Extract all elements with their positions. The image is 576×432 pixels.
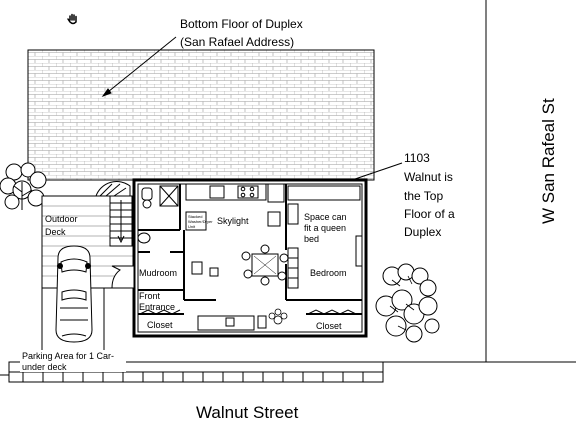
stair [109, 195, 133, 247]
bottom-counter [197, 315, 267, 331]
closet-right-label: Closet [316, 321, 342, 331]
appliance-label-3: Unit [188, 224, 196, 229]
bottom-floor-area [27, 49, 375, 181]
side-table [267, 211, 281, 227]
bottom-floor-title: Bottom Floor of Duplex [180, 17, 303, 31]
mudroom-label: Mudroom [139, 268, 177, 278]
bottom-floor-subtitle: (San Rafael Address) [180, 35, 294, 49]
front-entrance-label-1: Front [139, 291, 161, 301]
closet-left-label: Closet [147, 320, 173, 330]
bathroom-fixtures [137, 185, 179, 244]
room-labels: Skylight Space can fit a queen bed Bedro… [139, 212, 347, 331]
space-note-1: Space can [304, 212, 347, 222]
bedroom-label: Bedroom [310, 268, 347, 278]
appliance-label-2: Washer/Dryer [188, 219, 213, 224]
skylight-label: Skylight [217, 216, 249, 226]
appliance-label-1: Stacked [188, 214, 202, 219]
street-label: Walnut Street [196, 403, 299, 422]
closet-doors [139, 309, 357, 315]
parking-label-2: under deck [22, 362, 67, 372]
outdoor-deck-label-1: Outdoor [45, 214, 78, 224]
hand-cursor-icon [67, 13, 77, 25]
front-door [111, 265, 135, 289]
top-floor-note-2: Walnut is [404, 170, 453, 184]
top-floor-note-5: Duplex [404, 225, 441, 239]
top-floor-note-4: Floor of a [404, 207, 455, 221]
parking-label-bg [20, 350, 126, 372]
armchairs [191, 261, 219, 277]
bedroom-furniture [287, 185, 363, 289]
side-street-label: W San Rafeal St [539, 98, 558, 224]
space-note-2: fit a queen [304, 223, 346, 233]
parking-label-1: Parking Area for 1 Car- [22, 351, 114, 361]
annotations: Bottom Floor of Duplex (San Rafael Addre… [180, 17, 558, 422]
plant-icon [268, 308, 288, 325]
tree-icon [0, 162, 47, 210]
spiral-stair-icon [95, 181, 131, 197]
shrub-icon [375, 263, 440, 343]
front-entrance-label-2: Entrance [139, 302, 175, 312]
dining-table-icon [241, 244, 289, 286]
top-floor-note-1: 1103 [404, 151, 430, 165]
kitchen-counter [185, 183, 285, 203]
washer-dryer [185, 211, 207, 231]
outdoor-deck-label-2: Deck [45, 227, 66, 237]
car-icon [55, 245, 93, 343]
driveway [41, 288, 105, 350]
space-note-3: bed [304, 234, 319, 244]
top-floor-note-3: the Top [404, 189, 443, 203]
